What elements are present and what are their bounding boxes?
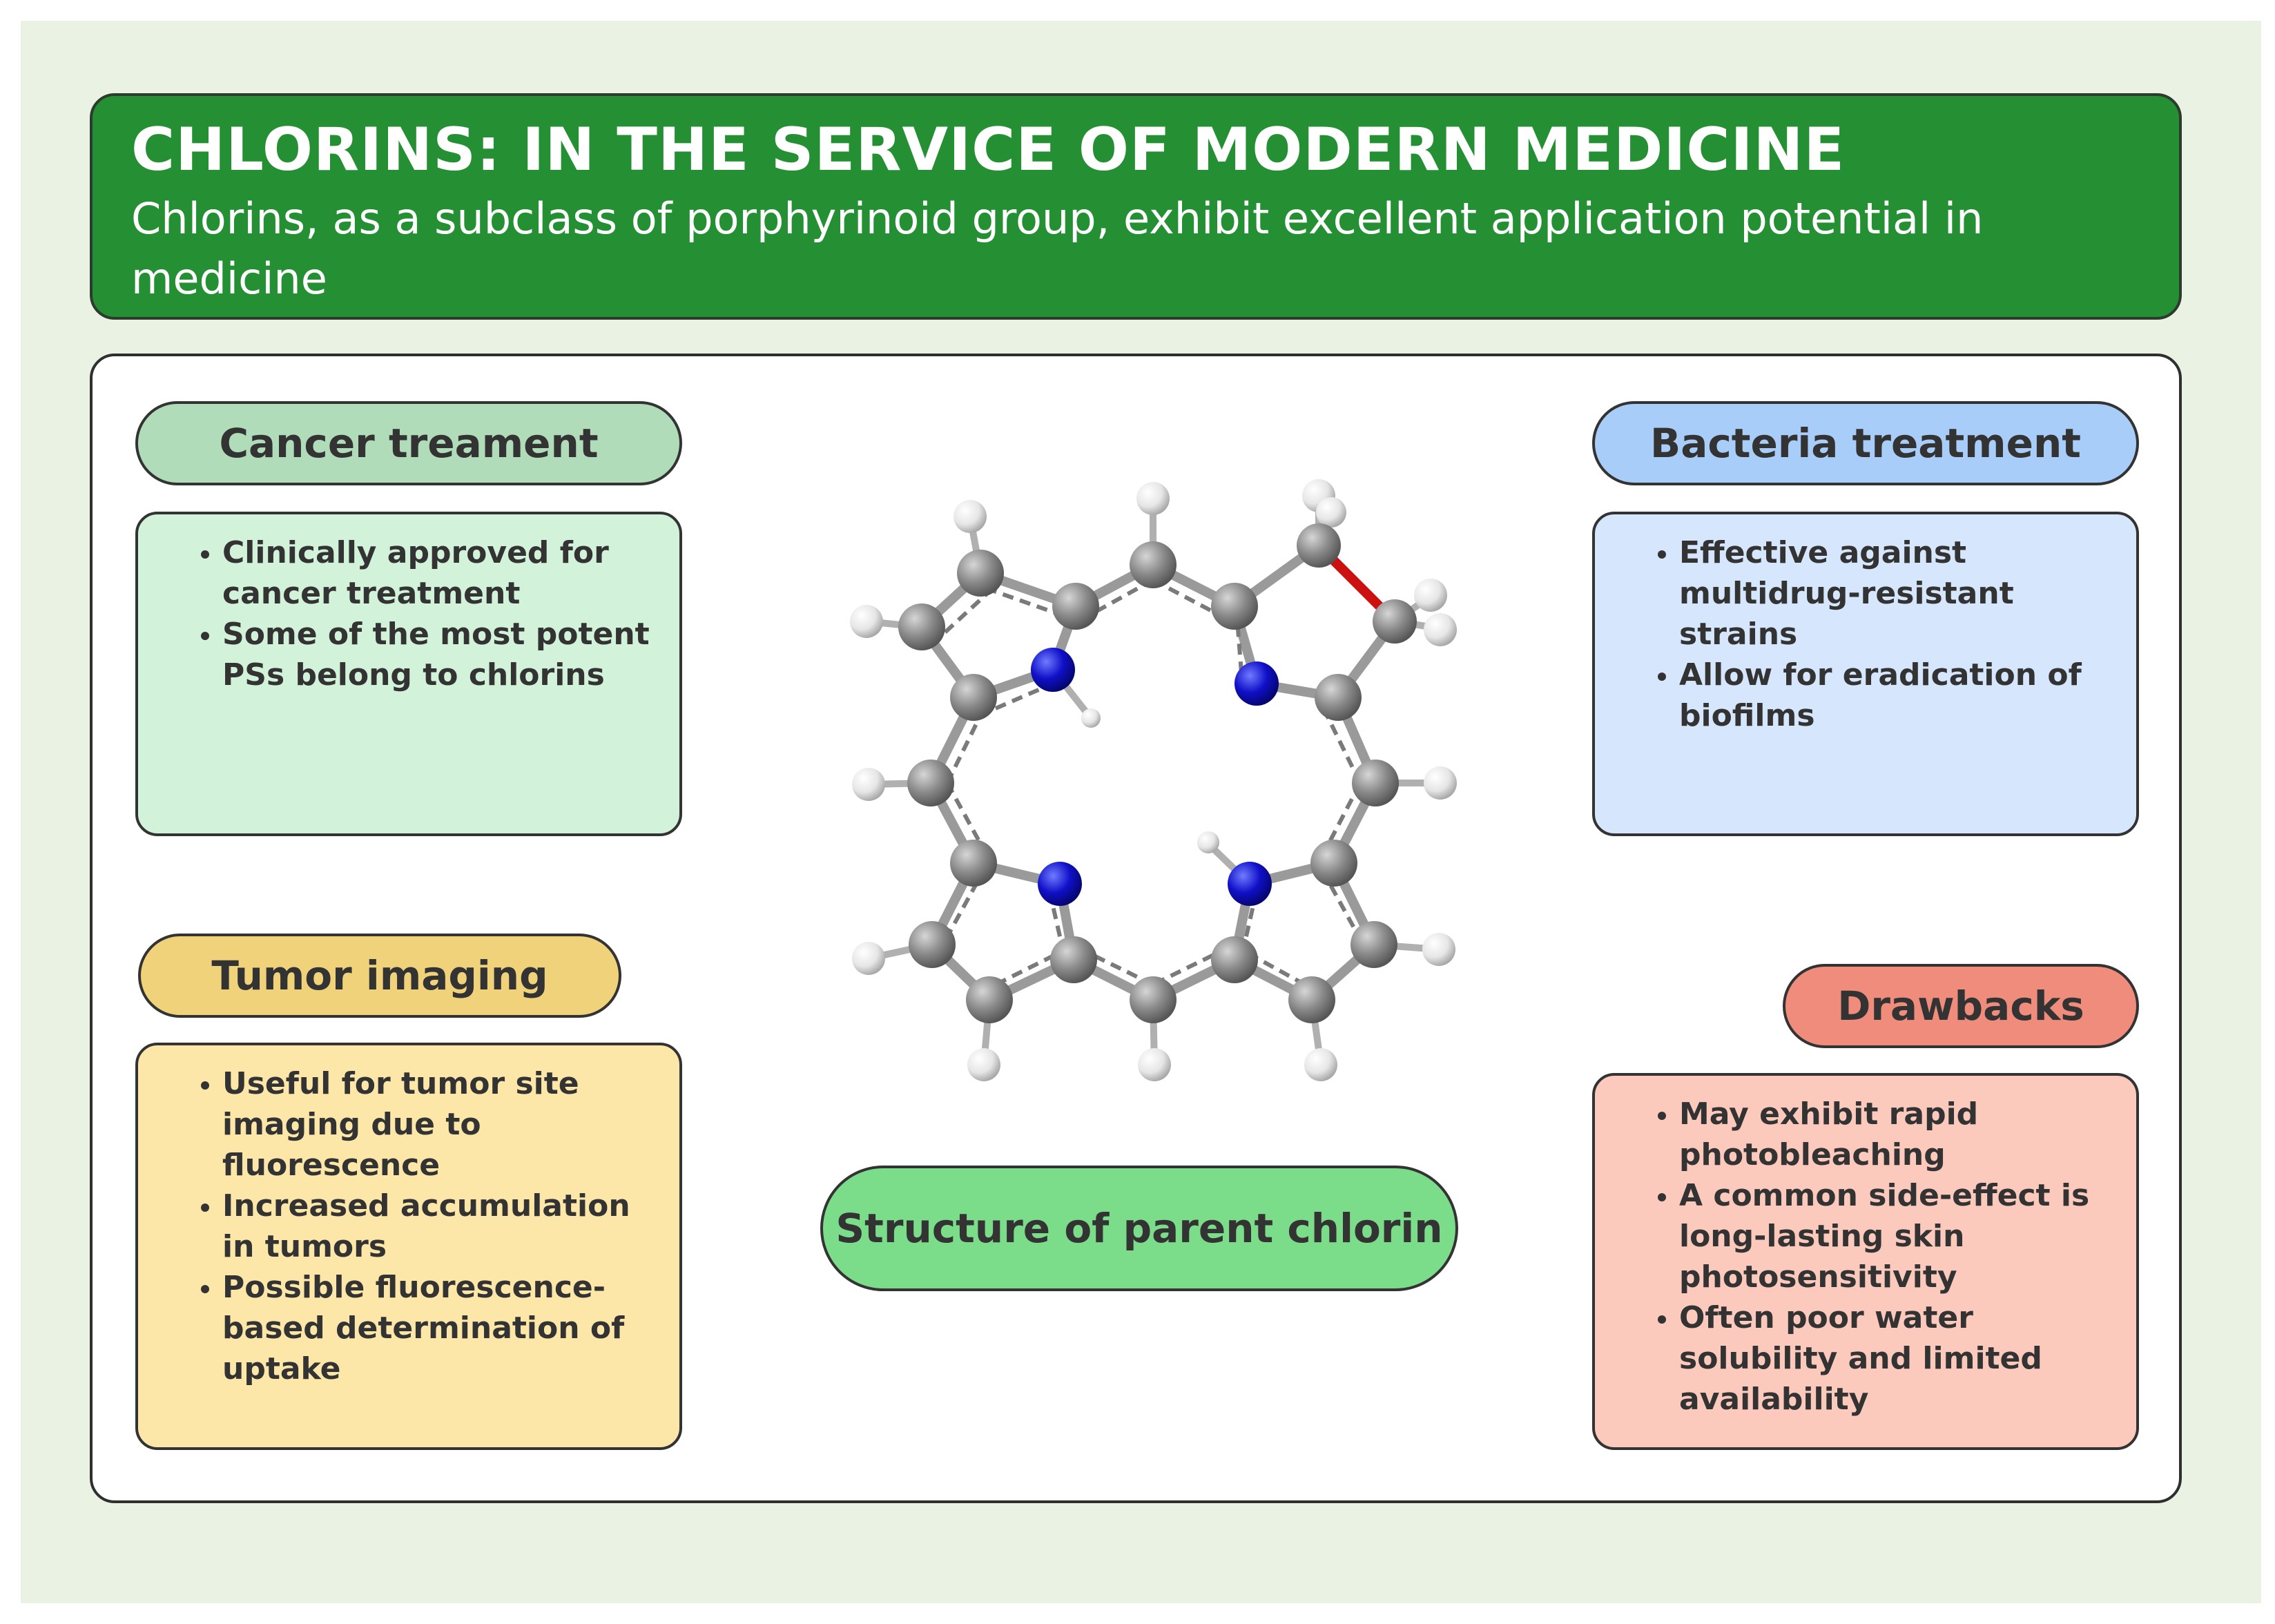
drawbacks-list: May exhibit rapid photobleaching A commo…	[1645, 1094, 2116, 1420]
content-panel: Cancer treament Clinically approved for …	[90, 354, 2182, 1503]
page-title: CHLORINS: IN THE SERVICE OF MODERN MEDIC…	[131, 115, 1846, 184]
cancer-treatment-list: Clinically approved for cancer treatment…	[188, 532, 659, 695]
list-item: Often poor water solubility and limited …	[1679, 1297, 2116, 1420]
header-banner: CHLORINS: IN THE SERVICE OF MODERN MEDIC…	[90, 93, 2182, 320]
list-item: Effective against multidrug-resistant st…	[1679, 532, 2116, 655]
list-item: Some of the most potent PSs belong to ch…	[222, 614, 659, 695]
bacteria-treatment-list: Effective against multidrug-resistant st…	[1645, 532, 2116, 736]
list-item: Clinically approved for cancer treatment	[222, 532, 659, 614]
structure-label-text: Structure of parent chlorin	[835, 1205, 1443, 1252]
bacteria-treatment-title: Bacteria treatment	[1650, 420, 2081, 467]
list-item: Useful for tumor site imaging due to flu…	[222, 1063, 659, 1186]
single-bonds	[917, 541, 1400, 1005]
nitrogen-atoms	[1031, 648, 1279, 906]
list-item: May exhibit rapid photobleaching	[1679, 1094, 2116, 1175]
drawbacks-title: Drawbacks	[1837, 983, 2084, 1030]
list-item: A common side-effect is long-lasting ski…	[1679, 1175, 2116, 1297]
tumor-imaging-list: Useful for tumor site imaging due to flu…	[188, 1063, 659, 1389]
bacteria-treatment-header: Bacteria treatment	[1592, 401, 2139, 485]
chlorin-molecule-illustration	[850, 479, 1457, 1081]
tumor-imaging-header: Tumor imaging	[138, 934, 621, 1018]
cancer-treatment-title: Cancer treament	[219, 420, 599, 467]
carbon-atoms	[898, 523, 1417, 1023]
drawbacks-header: Drawbacks	[1783, 964, 2139, 1048]
cancer-treatment-box: Clinically approved for cancer treatment…	[135, 512, 682, 836]
tumor-imaging-title: Tumor imaging	[211, 952, 548, 999]
bacteria-treatment-box: Effective against multidrug-resistant st…	[1592, 512, 2139, 836]
list-item: Increased accumulation in tumors	[222, 1186, 659, 1267]
list-item: Allow for eradication of biofilms	[1679, 655, 2116, 736]
aromatic-bonds	[938, 578, 1362, 987]
drawbacks-box: May exhibit rapid photobleaching A commo…	[1592, 1073, 2139, 1450]
structure-label: Structure of parent chlorin	[820, 1166, 1458, 1291]
hydrogen-atoms	[850, 479, 1457, 1081]
list-item: Possible fluorescence-based determinatio…	[222, 1267, 659, 1389]
tumor-imaging-box: Useful for tumor site imaging due to flu…	[135, 1043, 682, 1450]
page-subtitle: Chlorins, as a subclass of porphyrinoid …	[131, 193, 1984, 304]
cancer-treatment-header: Cancer treament	[135, 401, 682, 485]
